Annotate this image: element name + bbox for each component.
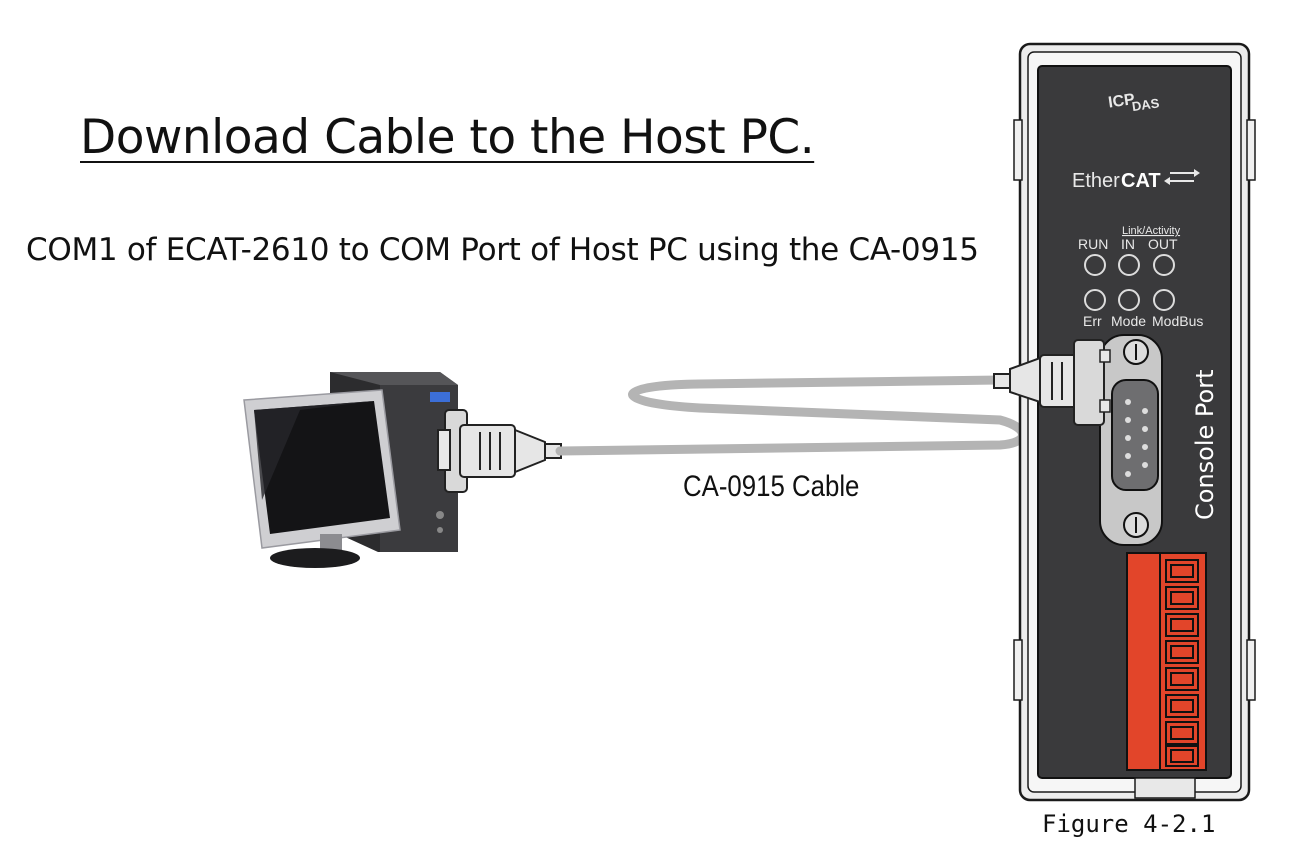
brand-logo-das: DAS bbox=[1131, 95, 1161, 114]
ethercat-logo-ether: Ether bbox=[1072, 170, 1120, 192]
figure-caption: Figure 4-2.1 bbox=[1042, 810, 1216, 838]
pc-db9-connector bbox=[437, 409, 562, 493]
led-label-modbus: ModBus bbox=[1152, 313, 1203, 329]
led-in bbox=[1118, 254, 1140, 276]
led-label-out: OUT bbox=[1148, 236, 1178, 252]
device-leds bbox=[1084, 254, 1175, 311]
ca-0915-cable bbox=[555, 375, 1027, 456]
led-label-err: Err bbox=[1083, 313, 1102, 329]
console-db9-port bbox=[1099, 334, 1163, 546]
ethercat-logo-cat: CAT bbox=[1121, 170, 1161, 192]
led-modbus bbox=[1153, 289, 1175, 311]
host-pc bbox=[243, 372, 562, 568]
device-labels: ICP DAS Ether CAT Link/Activity RUN IN O… bbox=[1072, 91, 1219, 520]
cable-label: CA-0915 Cable bbox=[683, 470, 860, 503]
led-label-in: IN bbox=[1121, 236, 1135, 252]
terminal-block bbox=[1126, 552, 1207, 771]
led-mode bbox=[1118, 289, 1140, 311]
page-title: Download Cable to the Host PC. bbox=[80, 110, 815, 165]
led-out bbox=[1153, 254, 1175, 276]
connection-description: COM1 of ECAT-2610 to COM Port of Host PC… bbox=[26, 232, 979, 268]
brand-logo-icp: ICP bbox=[1107, 91, 1136, 112]
led-run bbox=[1084, 254, 1106, 276]
pc-monitor bbox=[243, 389, 401, 568]
led-label-run: RUN bbox=[1078, 236, 1108, 252]
console-port-label: Console Port bbox=[1191, 370, 1219, 520]
led-err bbox=[1084, 289, 1106, 311]
device-db9-plug bbox=[993, 339, 1111, 426]
link-activity-label: Link/Activity bbox=[1122, 225, 1181, 237]
led-label-mode: Mode bbox=[1111, 313, 1146, 329]
ethercat-arrows-icon bbox=[1164, 169, 1200, 185]
